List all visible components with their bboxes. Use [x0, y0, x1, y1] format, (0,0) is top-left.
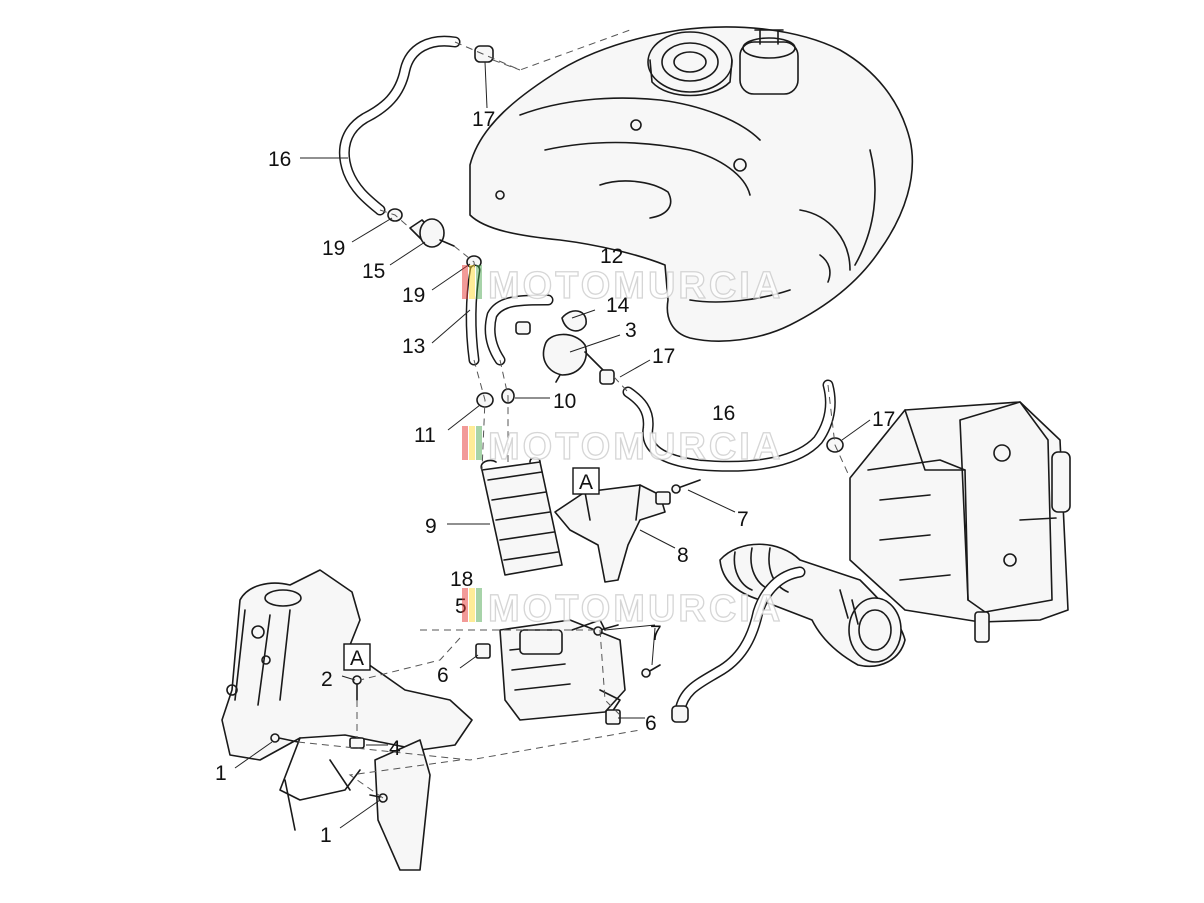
callout-15: 15: [362, 260, 385, 283]
hose-clamp-17-top: [474, 45, 494, 63]
callout-2: 2: [321, 668, 333, 691]
callout-3: 3: [625, 319, 637, 342]
reference-box-bottom: A: [343, 643, 371, 671]
callout-labels: 17 16 19 15 19 13 12 14 3 17 10 11 16 17…: [215, 108, 895, 847]
one-way-valve-15: [409, 218, 455, 248]
callout-1-upper: 1: [215, 762, 227, 785]
callout-14: 14: [606, 294, 630, 317]
watermark-text-bottom: MOTOMURCIA: [488, 588, 783, 630]
callout-4: 4: [389, 737, 401, 760]
bracket-8: [554, 484, 671, 583]
callout-16-middle: 16: [712, 402, 735, 425]
callout-16-top: 16: [268, 148, 291, 171]
reference-box-top: A: [572, 467, 600, 495]
watermark-top: MOTOMURCIA: [462, 264, 783, 308]
intake-duct: [719, 543, 906, 667]
callout-7-upper: 7: [737, 508, 749, 531]
callout-1-lower: 1: [320, 824, 332, 847]
watermark-text-top: MOTOMURCIA: [488, 265, 783, 307]
air-filter-box: [849, 401, 1071, 643]
reference-mark-top: A: [579, 471, 593, 494]
callout-17-right: 17: [872, 408, 895, 431]
clip-6-left: [475, 643, 491, 659]
callout-19-lower: 19: [402, 284, 425, 307]
fuel-tank: [469, 26, 914, 342]
callout-10: 10: [553, 390, 576, 413]
assembly-guide-lines: [297, 29, 851, 799]
callout-17-top: 17: [472, 108, 495, 131]
purge-valve-3: [515, 321, 615, 385]
bolt-7-lower-b: [641, 664, 661, 678]
callout-17-middle: 17: [652, 345, 675, 368]
vent-hose-16-top: [338, 35, 461, 216]
clamp-14: [561, 310, 587, 332]
callout-7-lower: 7: [650, 622, 662, 645]
reference-mark-bottom: A: [350, 647, 364, 670]
canister-holder: [499, 619, 626, 721]
bolt-1-upper: [270, 733, 299, 743]
drain-hose: [671, 566, 806, 723]
callout-5: 5: [455, 595, 467, 618]
callout-18: 18: [450, 568, 473, 591]
frame: [221, 569, 473, 871]
clip-6-right: [605, 709, 621, 725]
callout-6-left: 6: [437, 664, 449, 687]
nut-4: [349, 737, 365, 749]
leader-lines: [234, 61, 871, 829]
vent-hose-16-middle: [622, 379, 836, 472]
callout-13: 13: [402, 335, 425, 358]
watermark-text-middle: MOTOMURCIA: [488, 426, 783, 468]
watermark-middle: MOTOMURCIA: [462, 425, 783, 469]
watermark-bottom: MOTOMURCIA: [462, 587, 783, 631]
callout-8: 8: [677, 544, 689, 567]
callout-9: 9: [425, 515, 437, 538]
callout-19-upper: 19: [322, 237, 345, 260]
bolt-7-upper: [671, 479, 701, 494]
callout-6-right: 6: [645, 712, 657, 735]
callout-11: 11: [414, 424, 436, 447]
hose-12: [484, 294, 554, 366]
charcoal-canister-9: [480, 456, 563, 576]
callout-12: 12: [600, 245, 623, 268]
